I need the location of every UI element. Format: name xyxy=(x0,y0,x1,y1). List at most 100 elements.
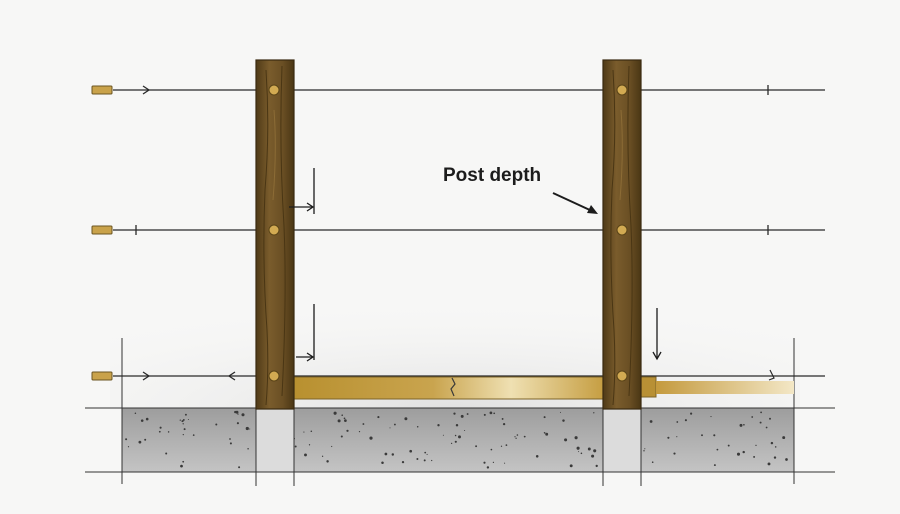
concrete-speckle xyxy=(362,423,365,425)
concrete-speckle xyxy=(486,466,490,469)
concrete-speckle xyxy=(182,423,184,425)
rail-extension xyxy=(640,369,794,398)
concrete-speckle xyxy=(442,434,444,436)
concrete-speckle xyxy=(381,461,384,464)
concrete-speckle xyxy=(773,456,777,459)
concrete-speckle xyxy=(676,421,679,423)
concrete-speckle xyxy=(753,455,756,458)
bottom-rail xyxy=(291,376,606,400)
concrete-speckle xyxy=(580,452,583,455)
concrete-speckle xyxy=(690,412,693,415)
concrete-speckle xyxy=(713,434,716,437)
concrete-speckle xyxy=(454,440,457,443)
dimension-markers xyxy=(289,168,662,362)
concrete-speckle xyxy=(192,434,195,436)
construction-lines xyxy=(85,338,835,486)
concrete-speckle xyxy=(138,440,142,444)
concrete-speckle xyxy=(183,428,186,431)
concrete-speckle xyxy=(453,412,456,415)
concrete-speckle xyxy=(460,414,464,418)
concrete-speckle xyxy=(493,412,496,415)
concrete-speckle xyxy=(326,460,329,463)
concrete-speckle xyxy=(751,416,754,418)
concrete-speckle xyxy=(755,444,757,447)
concrete-speckle xyxy=(450,442,453,445)
concrete-speckle xyxy=(760,411,762,414)
concrete-speckle xyxy=(595,464,598,468)
concrete-speckle xyxy=(545,432,549,436)
bolt-icon xyxy=(268,224,280,236)
concrete-speckle xyxy=(736,452,741,456)
concrete-speckle xyxy=(587,447,591,451)
concrete-speckle xyxy=(180,464,183,468)
fence-wires xyxy=(113,89,825,377)
concrete-speckle xyxy=(401,460,405,464)
concrete-speckle xyxy=(562,419,565,422)
concrete-speckle xyxy=(716,448,719,451)
concrete-speckle xyxy=(187,418,189,421)
concrete-speckle xyxy=(782,436,786,440)
post-bolts xyxy=(268,84,628,382)
concrete-speckle xyxy=(344,419,347,422)
concrete-speckle xyxy=(389,427,391,429)
concrete-speckle xyxy=(500,445,503,447)
concrete-speckle xyxy=(384,452,388,456)
wire-marks xyxy=(135,85,769,381)
concrete-speckle xyxy=(341,414,343,416)
concrete-speckle xyxy=(591,454,595,458)
concrete-speckle xyxy=(742,450,745,454)
concrete-speckle xyxy=(308,444,311,446)
concrete-speckle xyxy=(774,446,777,448)
concrete-speckle xyxy=(466,413,469,415)
concrete-speckle xyxy=(424,451,427,454)
concrete-speckle xyxy=(489,411,493,415)
wire-arrow-left xyxy=(227,371,236,381)
concrete-speckle xyxy=(303,431,305,433)
concrete-speckle xyxy=(767,462,771,466)
concrete-speckle xyxy=(426,453,428,455)
concrete-speckle xyxy=(535,455,539,458)
concrete-speckle xyxy=(739,423,743,427)
concrete-speckle xyxy=(179,419,181,421)
concrete-speckle xyxy=(514,436,516,438)
concrete-speckle xyxy=(377,416,380,419)
concrete-speckle xyxy=(409,449,413,453)
concrete-speckle xyxy=(651,461,654,463)
concrete-speckle xyxy=(245,426,249,431)
concrete-speckle xyxy=(331,445,333,448)
concrete-speckle xyxy=(576,446,580,450)
concrete-speckle xyxy=(167,431,170,433)
concrete-speckle xyxy=(505,444,508,446)
concrete-speckle xyxy=(710,416,712,418)
concrete-speckle xyxy=(343,417,346,420)
concrete-speckle xyxy=(182,433,184,436)
concrete-speckle xyxy=(785,458,788,461)
concrete-speckle xyxy=(391,453,395,456)
concrete-speckle xyxy=(564,438,566,441)
concrete-speckle xyxy=(770,441,774,445)
concrete-speckle xyxy=(504,462,506,464)
concrete-speckle xyxy=(165,452,168,455)
tensioner-middle xyxy=(91,225,113,235)
concrete-speckle xyxy=(713,464,716,467)
concrete-speckle xyxy=(543,416,546,419)
concrete-speckle xyxy=(765,426,768,429)
concrete-speckle xyxy=(235,410,239,414)
concrete-footing xyxy=(121,407,795,473)
concrete-speckle xyxy=(333,411,337,415)
concrete-speckle xyxy=(238,466,241,469)
concrete-speckle xyxy=(673,452,676,455)
concrete-speckle xyxy=(578,451,580,453)
concrete-speckle xyxy=(743,423,745,426)
concrete-speckle xyxy=(423,459,426,462)
concrete-speckle xyxy=(727,444,730,447)
concrete-speckle xyxy=(127,446,130,448)
tensioner-bottom xyxy=(91,371,113,381)
concrete-speckle xyxy=(501,417,504,420)
wire-arrow-top xyxy=(142,85,151,95)
concrete-speckle xyxy=(145,417,149,421)
concrete-speckle xyxy=(229,442,232,445)
concrete-speckle xyxy=(159,426,162,429)
concrete-speckle xyxy=(321,455,324,457)
